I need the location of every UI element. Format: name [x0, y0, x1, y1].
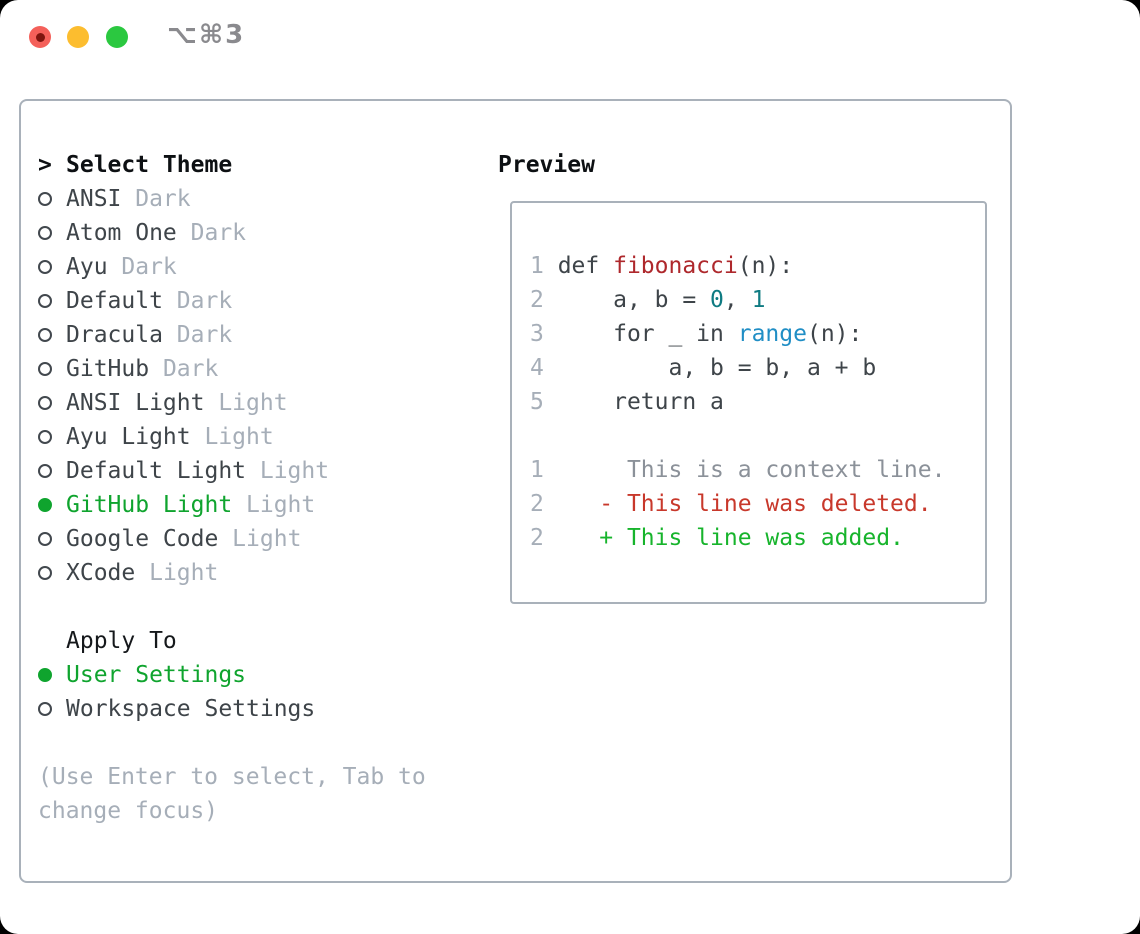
theme-option-label: ANSI Light — [66, 390, 205, 416]
radio-icon — [38, 192, 52, 206]
theme-option-label: Atom One — [66, 220, 177, 246]
apply-option[interactable]: Workspace Settings — [38, 692, 315, 726]
theme-option-variant: Dark — [176, 220, 247, 246]
theme-list-header: > Select Theme — [38, 148, 329, 182]
radio-icon — [38, 566, 52, 580]
theme-option-label: Default Light — [66, 458, 247, 484]
theme-option-label: XCode — [66, 560, 136, 586]
preview-line: 3 for _ in range(n): — [530, 321, 863, 347]
apply-to-group: Apply To User Settings Workspace Setting… — [38, 624, 315, 726]
theme-option-variant: Dark — [162, 322, 233, 348]
theme-option[interactable]: Ayu Dark — [38, 250, 329, 284]
theme-option[interactable]: ANSI Light Light — [38, 386, 329, 420]
theme-option[interactable]: Ayu Light Light — [38, 420, 329, 454]
minimize-button[interactable] — [67, 26, 89, 48]
apply-to-title: Apply To — [66, 628, 177, 654]
theme-option-label: Google Code — [66, 526, 219, 552]
radio-icon — [38, 260, 52, 274]
preview-line: 1 def fibonacci(n): — [530, 253, 794, 279]
keyboard-hint: (Use Enter to select, Tab to change focu… — [38, 764, 426, 824]
preview-line: 2 + This line was added. — [530, 525, 904, 551]
theme-list: > Select Theme ANSI Dark Atom One Dark A… — [38, 148, 329, 590]
radio-icon — [38, 362, 52, 376]
preview-line: 4 a, b = b, a + b — [530, 355, 877, 381]
preview-line: 1 This is a context line. — [530, 457, 946, 483]
theme-option-label: Ayu — [66, 254, 108, 280]
chevron-right-icon: > — [38, 152, 52, 178]
theme-option[interactable]: GitHub Dark — [38, 352, 329, 386]
theme-list-title: Select Theme — [66, 152, 233, 178]
radio-icon — [38, 532, 52, 546]
theme-option-variant: Light — [232, 492, 316, 518]
theme-option-label: Dracula — [66, 322, 163, 348]
theme-option-label: GitHub Light — [66, 492, 233, 518]
theme-option-variant: Light — [218, 526, 302, 552]
preview-line — [530, 419, 985, 453]
theme-option[interactable]: Default Dark — [38, 284, 329, 318]
theme-option-variant: Dark — [107, 254, 177, 280]
theme-option-variant: Light — [204, 390, 288, 416]
theme-option[interactable]: XCode Light — [38, 556, 329, 590]
radio-icon — [38, 498, 52, 512]
window-title: ⌥⌘3 — [167, 20, 246, 50]
theme-option[interactable]: Default Light Light — [38, 454, 329, 488]
radio-icon — [38, 396, 52, 410]
radio-icon — [38, 668, 52, 682]
preview-line: 5 return a — [530, 389, 724, 415]
theme-option-variant: Light — [190, 424, 274, 450]
theme-option-variant: Dark — [149, 356, 219, 382]
apply-to-header: Apply To — [38, 624, 315, 658]
theme-option[interactable]: Google Code Light — [38, 522, 329, 556]
theme-option-variant: Light — [135, 560, 219, 586]
theme-option-label: Default — [66, 288, 163, 314]
theme-option[interactable]: GitHub Light Light — [38, 488, 329, 522]
close-dot-icon — [35, 32, 45, 42]
apply-option-label: User Settings — [66, 662, 247, 688]
theme-option-variant: Light — [246, 458, 330, 484]
theme-option-label: ANSI — [66, 186, 122, 212]
radio-icon — [38, 702, 52, 716]
apply-option[interactable]: User Settings — [38, 658, 315, 692]
preview-line: 2 - This line was deleted. — [530, 491, 932, 517]
theme-option[interactable]: Dracula Dark — [38, 318, 329, 352]
theme-option-variant: Dark — [121, 186, 191, 212]
preview-line: 2 a, b = 0, 1 — [530, 287, 766, 313]
theme-option-label: Ayu Light — [66, 424, 191, 450]
radio-icon — [38, 294, 52, 308]
zoom-button[interactable] — [106, 26, 128, 48]
radio-icon — [38, 226, 52, 240]
theme-option[interactable]: Atom One Dark — [38, 216, 329, 250]
radio-icon — [38, 464, 52, 478]
close-button[interactable] — [29, 26, 51, 48]
radio-icon — [38, 430, 52, 444]
preview-title: Preview — [498, 152, 595, 178]
radio-icon — [38, 328, 52, 342]
theme-option[interactable]: ANSI Dark — [38, 182, 329, 216]
preview-box: 1 def fibonacci(n): 2 a, b = 0, 1 3 for _ … — [510, 201, 987, 604]
cursor-marker: > — [38, 148, 66, 182]
theme-option-label: GitHub — [66, 356, 150, 382]
apply-option-label: Workspace Settings — [66, 696, 316, 722]
theme-option-variant: Dark — [162, 288, 233, 314]
